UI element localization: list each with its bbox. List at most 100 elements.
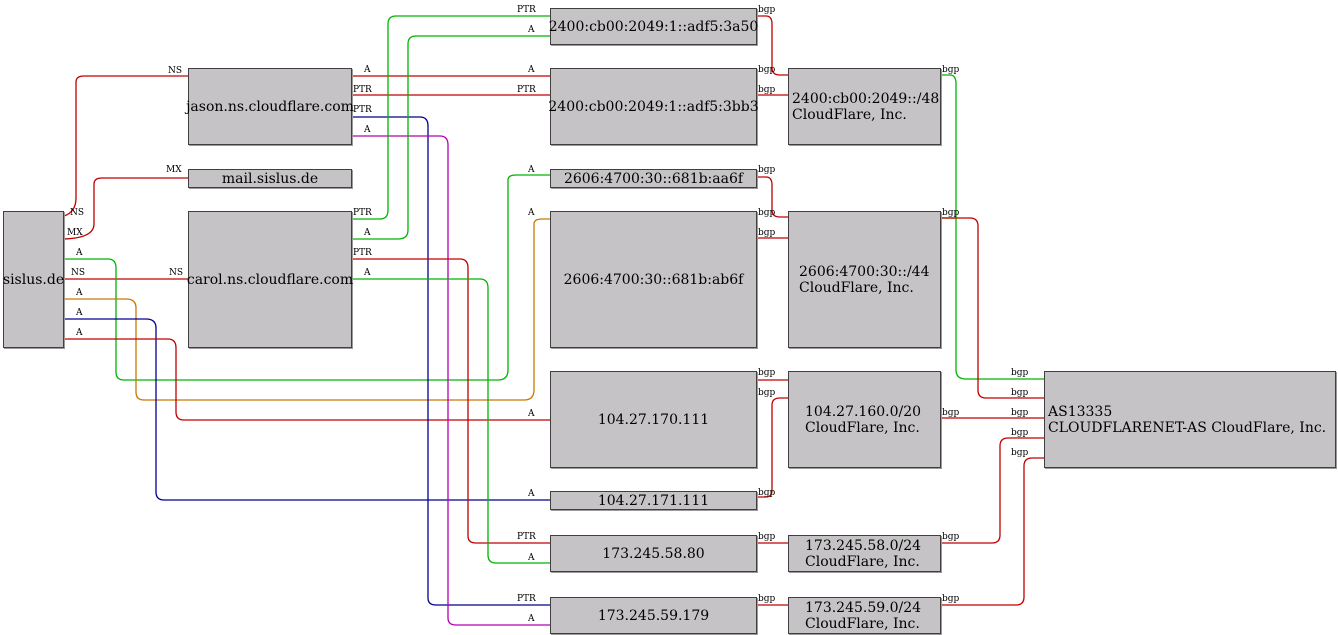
node-prefix-173-58[interactable]: 173.245.58.0/24 CloudFlare, Inc. xyxy=(788,535,941,572)
node-ip6-3bb3[interactable]: 2400:cb00:2049:1::adf5:3bb3 xyxy=(548,68,759,145)
edge-3a50-bgp xyxy=(756,15,788,76)
node-prefix-2606-net: 2606:4700:30::/44 xyxy=(799,263,930,280)
edge-sislus-mx-mail xyxy=(63,177,188,240)
node-ip4-59-label: 173.245.59.179 xyxy=(597,607,710,624)
label-bgp-104-in-2: bgp xyxy=(758,388,776,398)
label-a-sislus-2: A xyxy=(76,288,83,298)
label-bgp-asn-in-4: bgp xyxy=(1011,428,1029,438)
node-sislus[interactable]: sislus.de xyxy=(3,211,64,348)
node-prefix-104-org: CloudFlare, Inc. xyxy=(805,419,920,436)
node-ip4-58-label: 173.245.58.80 xyxy=(602,545,705,562)
label-ns-sislus-jason: NS xyxy=(168,66,183,76)
node-ip4-59[interactable]: 173.245.59.179 xyxy=(550,597,757,634)
label-bgp-59: bgp xyxy=(758,594,776,604)
edge-carol-a-58 xyxy=(352,278,550,564)
node-mail-label: mail.sislus.de xyxy=(221,170,319,187)
label-bgp-3a50: bgp xyxy=(758,5,776,15)
node-jason-label: jason.ns.cloudflare.com xyxy=(186,98,354,115)
label-bgp-asn-in-1: bgp xyxy=(1011,368,1029,378)
node-asn-number: AS13335 xyxy=(1048,403,1113,420)
label-a-3bb3-in: A xyxy=(528,65,535,75)
label-bgp-asn-in-3: bgp xyxy=(1011,408,1029,418)
edge-171-bgp xyxy=(756,397,788,498)
node-prefix-2400-net: 2400:cb00:2049::/48 xyxy=(792,90,940,107)
node-ip6-3a50[interactable]: 2400:cb00:2049:1::adf5:3a50 xyxy=(548,8,759,45)
node-prefix-173-59[interactable]: 173.245.59.0/24 CloudFlare, Inc. xyxy=(788,597,941,634)
label-a-sislus-1: A xyxy=(76,248,83,258)
label-a-carol-out-1: A xyxy=(364,228,371,238)
label-bgp-58: bgp xyxy=(758,532,776,542)
label-a-aa6f-in: A xyxy=(528,165,535,175)
label-a-sislus-4: A xyxy=(76,328,83,338)
label-bgp-2606-in-1: bgp xyxy=(758,208,776,218)
label-bgp-170: bgp xyxy=(758,368,776,378)
label-ns-sislus-out: NS xyxy=(70,208,85,218)
label-a-3a50-in: A xyxy=(528,25,535,35)
edge-jason-ptr-59 xyxy=(352,116,550,606)
label-bgp-173-58-out: bgp xyxy=(942,532,960,542)
node-ip6-aa6f-label: 2606:4700:30::681b:aa6f xyxy=(563,170,744,187)
label-ptr-59-in: PTR xyxy=(517,594,536,604)
node-carol-label: carol.ns.cloudflare.com xyxy=(186,271,354,288)
edge-sislus-ns-jason xyxy=(63,75,188,217)
node-prefix-173-59-org: CloudFlare, Inc. xyxy=(805,615,920,632)
node-ip4-171[interactable]: 104.27.171.111 xyxy=(550,491,757,510)
node-prefix-104[interactable]: 104.27.160.0/20 CloudFlare, Inc. xyxy=(788,371,941,468)
edge-sislus-a-171 xyxy=(64,318,550,501)
node-prefix-2606[interactable]: 2606:4700:30::/44 CloudFlare, Inc. xyxy=(788,211,941,348)
edge-sislus-a-170 xyxy=(64,338,550,421)
label-bgp-aa6f: bgp xyxy=(758,165,776,175)
edge-2400pfx-asn xyxy=(940,74,1044,380)
node-ip6-3bb3-label: 2400:cb00:2049:1::adf5:3bb3 xyxy=(548,98,759,115)
label-ptr-carol-out-1: PTR xyxy=(353,208,372,218)
label-bgp-asn-in-2: bgp xyxy=(1011,388,1029,398)
edge-sislus-a-ab6f xyxy=(64,174,550,381)
node-ip6-ab6f[interactable]: 2606:4700:30::681b:ab6f xyxy=(550,211,757,348)
label-ptr-carol-out-2: PTR xyxy=(353,248,372,258)
node-prefix-173-58-net: 173.245.58.0/24 xyxy=(805,537,922,554)
label-a-jason-out: A xyxy=(364,65,371,75)
node-carol[interactable]: carol.ns.cloudflare.com xyxy=(186,211,354,348)
node-prefix-2400-org: CloudFlare, Inc. xyxy=(792,106,907,123)
label-bgp-ab6f: bgp xyxy=(758,228,776,238)
label-a-58-in: A xyxy=(528,553,535,563)
edge-carol-a-3a50 xyxy=(352,35,550,240)
node-prefix-2400[interactable]: 2400:cb00:2049::/48 CloudFlare, Inc. xyxy=(788,68,941,145)
label-ptr-58-in: PTR xyxy=(517,532,536,542)
node-ip6-aa6f[interactable]: 2606:4700:30::681b:aa6f xyxy=(550,169,757,188)
node-ip6-ab6f-label: 2606:4700:30::681b:ab6f xyxy=(563,271,744,288)
node-ip4-170[interactable]: 104.27.170.111 xyxy=(550,371,757,468)
label-a-59-in: A xyxy=(528,614,535,624)
label-bgp-104-out: bgp xyxy=(942,408,960,418)
node-asn[interactable]: AS13335 CLOUDFLARENET-AS CloudFlare, Inc… xyxy=(1044,371,1336,468)
label-a-jason-out-2: A xyxy=(364,125,371,135)
label-bgp-3bb3: bgp xyxy=(758,85,776,95)
node-prefix-104-net: 104.27.160.0/20 xyxy=(805,403,922,420)
label-mx-sislus-out: MX xyxy=(67,228,83,238)
label-a-carol-out-2: A xyxy=(364,268,371,278)
node-mail[interactable]: mail.sislus.de xyxy=(188,169,352,188)
label-mx-sislus-mail: MX xyxy=(166,165,182,175)
edge-173-58pfx-asn xyxy=(940,437,1044,544)
edge-173-59pfx-asn xyxy=(940,457,1044,606)
label-bgp-2400-out: bgp xyxy=(942,65,960,75)
node-prefix-2606-org: CloudFlare, Inc. xyxy=(799,279,914,296)
label-a-ab6f-in: A xyxy=(528,208,535,218)
node-ip6-3a50-label: 2400:cb00:2049:1::adf5:3a50 xyxy=(548,18,759,35)
edge-aa6f-bgp xyxy=(756,176,788,218)
label-bgp-asn-in-5: bgp xyxy=(1011,448,1029,458)
node-ip4-171-label: 104.27.171.111 xyxy=(597,492,710,509)
edge-2606pfx-asn-b xyxy=(940,217,1044,399)
edge-sislus-a-aa6f xyxy=(64,218,550,401)
node-ip4-58[interactable]: 173.245.58.80 xyxy=(550,535,757,572)
label-ptr-3bb3-in: PTR xyxy=(517,85,536,95)
label-ptr-jason-out-1: PTR xyxy=(353,85,372,95)
node-prefix-173-58-org: CloudFlare, Inc. xyxy=(805,553,920,570)
label-a-171-in: A xyxy=(528,489,535,499)
label-ns-sislus-carol: NS xyxy=(169,268,184,278)
edge-jason-a-59 xyxy=(352,135,550,626)
node-jason[interactable]: jason.ns.cloudflare.com xyxy=(186,68,354,145)
node-ip4-170-label: 104.27.170.111 xyxy=(597,411,710,428)
label-a-sislus-3: A xyxy=(76,308,83,318)
